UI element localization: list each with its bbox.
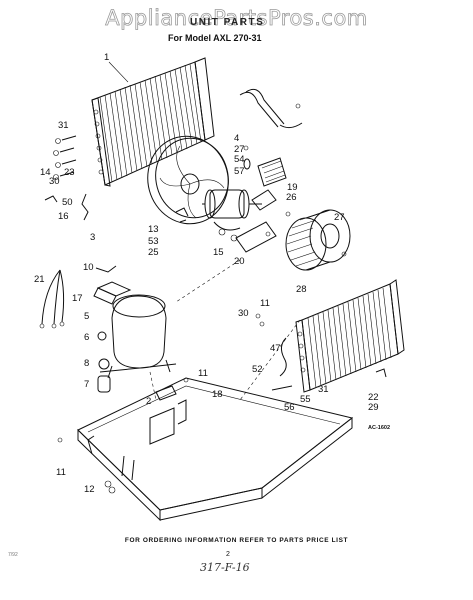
callout-53: 53	[148, 236, 159, 247]
discharge-tube	[239, 88, 303, 129]
callout-30-left: 30	[49, 176, 60, 187]
coil-fittings	[44, 135, 89, 221]
callout-11-right: 11	[260, 298, 270, 309]
callout-22: 22	[368, 392, 379, 403]
callout-8: 8	[84, 358, 89, 369]
callout-6: 6	[84, 332, 89, 343]
corner-code: 7/92	[8, 552, 18, 558]
callout-20: 20	[234, 256, 245, 267]
callout-25: 25	[148, 247, 159, 258]
callout-55: 55	[300, 394, 311, 405]
motor-bracket	[235, 189, 277, 253]
callout-54: 54	[234, 154, 245, 165]
callout-5: 5	[84, 311, 89, 322]
control-part	[243, 145, 287, 187]
reference-code: AC-1602	[368, 425, 391, 431]
callout-23: 23	[64, 167, 75, 178]
callout-31-left: 31	[58, 120, 69, 131]
callout-11-bottom: 11	[56, 467, 66, 478]
callout-10: 10	[83, 262, 94, 273]
blower-wheel	[285, 209, 351, 271]
callout-11-middle: 11	[198, 368, 208, 379]
condenser-coil	[91, 57, 215, 187]
watermark-text: AppliancePartsPros.com	[105, 6, 368, 31]
callout-57: 57	[234, 166, 245, 177]
callout-47: 47	[270, 343, 281, 354]
callout-31-right: 31	[318, 384, 329, 395]
callout-26: 26	[286, 192, 297, 203]
callout-17: 17	[72, 293, 83, 304]
compressor	[93, 265, 177, 379]
ordering-note: FOR ORDERING INFORMATION REFER TO PARTS …	[124, 537, 349, 544]
callout-2: 2	[146, 396, 151, 407]
callout-1: 1	[104, 52, 109, 63]
callout-13: 13	[148, 224, 159, 235]
assembly-lines	[149, 259, 301, 401]
callout-30-right: 30	[238, 308, 249, 319]
callout-21: 21	[34, 274, 45, 285]
callout-14: 14	[40, 167, 51, 178]
wire-harness	[39, 269, 65, 329]
diagram-title: UNIT PARTS	[190, 17, 265, 28]
callout-29: 29	[368, 402, 379, 413]
page-number: 2	[226, 551, 230, 558]
callout-3: 3	[90, 232, 95, 243]
callout-50: 50	[62, 197, 73, 208]
callout-4: 4	[234, 133, 239, 144]
callout-27-top: 27	[234, 144, 245, 155]
part-callouts: 1 31 14 30 23 50 16 3 4 27 54 57 19 26 2…	[34, 52, 379, 495]
handwritten-note: 317-F-16	[200, 561, 250, 574]
callout-16: 16	[58, 211, 69, 222]
callout-52: 52	[252, 364, 263, 375]
evaporator-coil	[255, 279, 405, 393]
callout-19: 19	[287, 182, 298, 193]
base-pan	[57, 377, 354, 522]
callout-12: 12	[84, 484, 95, 495]
fan-blade	[147, 135, 229, 225]
callout-27-right: 27	[334, 212, 345, 223]
callout-7: 7	[84, 379, 89, 390]
fan-motor	[202, 189, 262, 242]
callout-18: 18	[212, 389, 223, 400]
model-subtitle: For Model AXL 270-31	[168, 33, 262, 43]
callout-28: 28	[296, 284, 307, 295]
callout-56: 56	[284, 402, 295, 413]
callout-15: 15	[213, 247, 224, 258]
mounting-hardware	[97, 331, 111, 393]
